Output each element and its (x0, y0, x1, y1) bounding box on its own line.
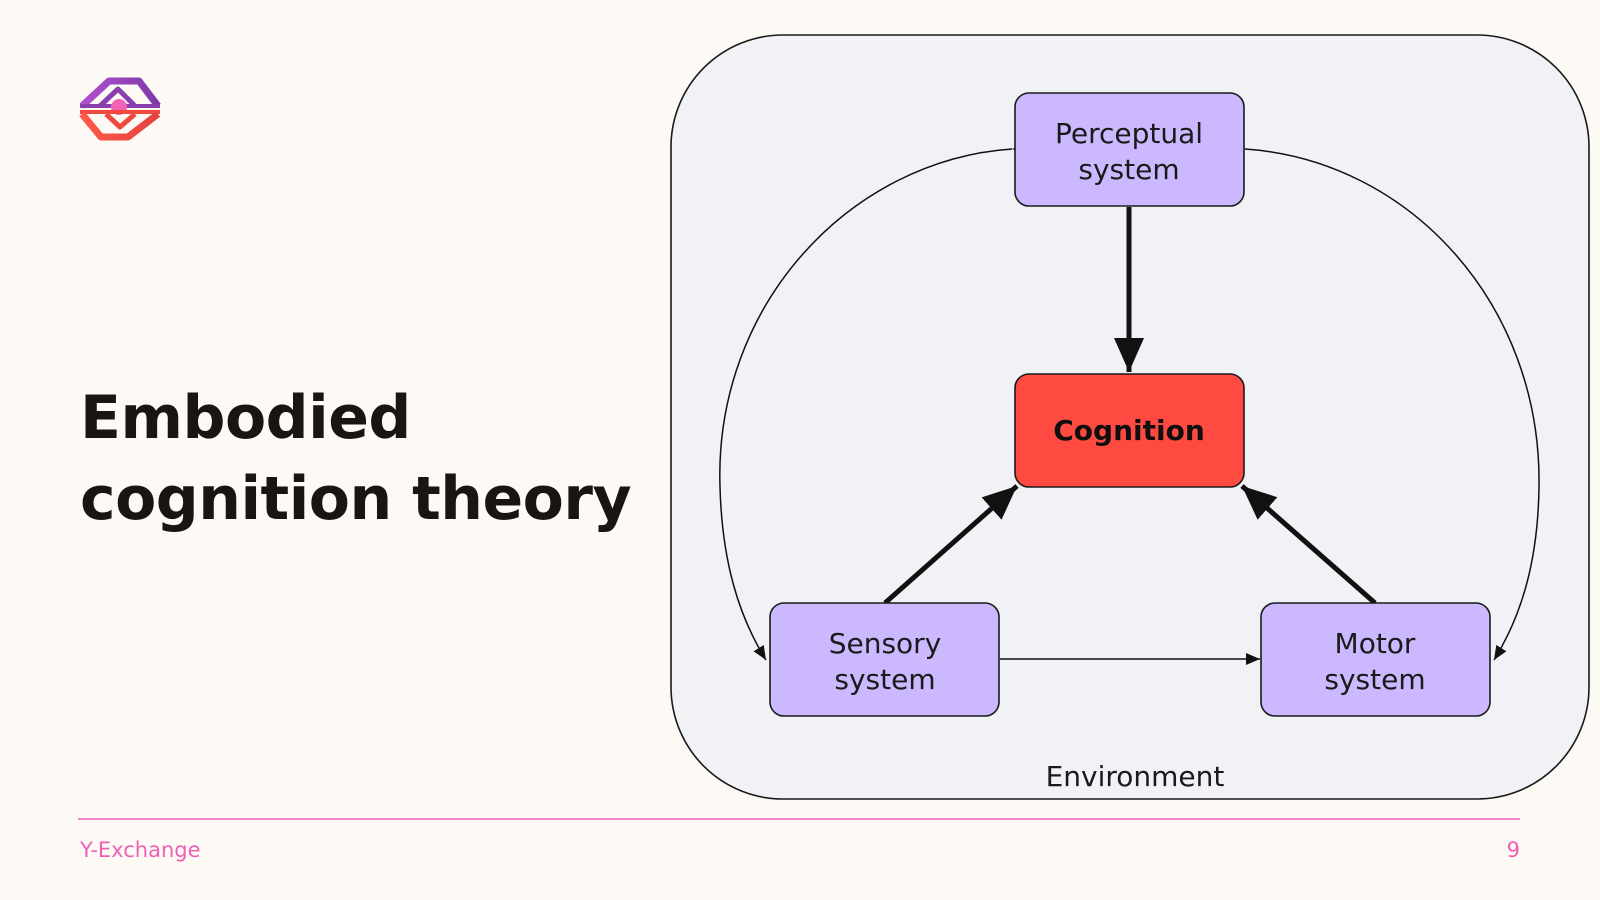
footer-brand: Y-Exchange (80, 838, 201, 862)
cognition-label: Cognition (1053, 414, 1205, 447)
title-line-1: Embodied (80, 383, 411, 453)
page-number: 9 (1506, 838, 1520, 862)
motor-label-line-1: Motor (1335, 627, 1416, 660)
perceptual-label-line-1: Perceptual (1055, 117, 1203, 150)
perceptual-sensory-arrow (719, 142, 1027, 661)
title-line-2: cognition theory (80, 464, 632, 534)
sensory-label-line-1: Sensory (829, 627, 942, 660)
page-title: Embodied cognition theory (80, 378, 660, 540)
perceptual-system-node: Perceptual system (1014, 92, 1245, 207)
motor-label-line-2: system (1324, 663, 1425, 696)
perceptual-motor-arrow (1230, 142, 1540, 661)
cognition-node: Cognition (1014, 373, 1245, 488)
environment-label: Environment (1046, 760, 1225, 793)
sensory-label-line-2: system (834, 663, 935, 696)
sensory-system-node: Sensory system (769, 602, 1000, 717)
motor-to-cognition-arrow (1240, 484, 1377, 605)
y-exchange-logo-icon (79, 77, 161, 141)
motor-system-node: Motor system (1260, 602, 1491, 717)
sensory-to-cognition-arrow (883, 484, 1019, 605)
footer-divider (78, 818, 1520, 820)
perceptual-label-line-2: system (1078, 153, 1179, 186)
